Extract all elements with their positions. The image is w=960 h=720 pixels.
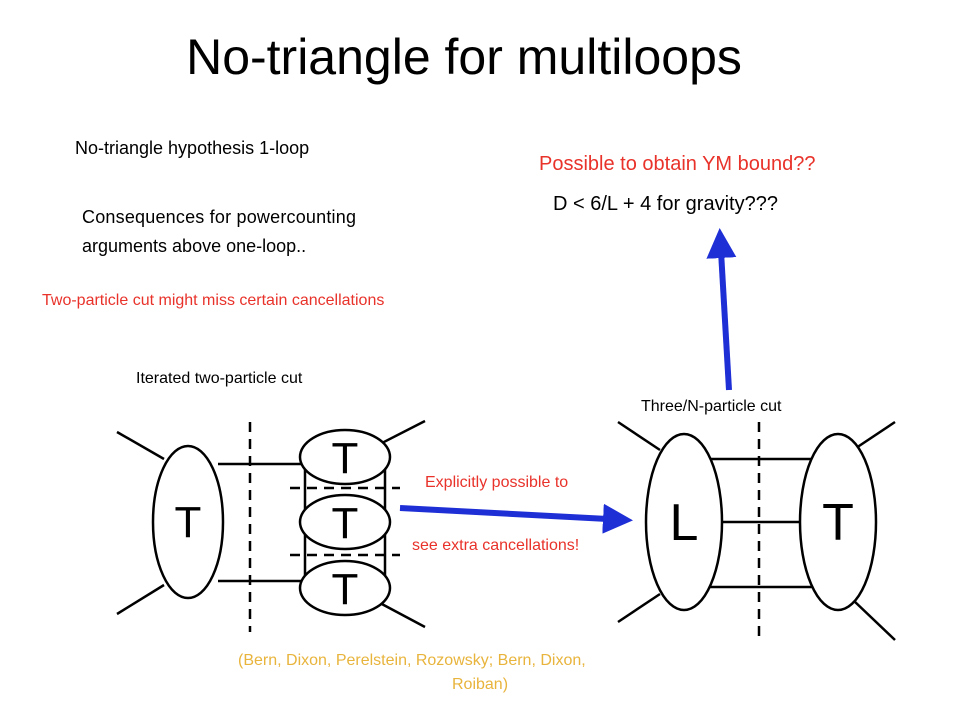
left-external-leg-bottom xyxy=(116,583,165,616)
right-tree-label: T xyxy=(822,494,854,552)
citation-line-2: Roiban) xyxy=(452,676,509,693)
stack-tree-label-bottom: T xyxy=(332,565,359,614)
iterated-cut-diagram xyxy=(116,419,426,632)
stack-tree-blob-middle xyxy=(298,493,392,551)
hypothesis-text: No-triangle hypothesis 1-loop xyxy=(75,138,310,158)
slide-title-text: No-triangle for multiloops xyxy=(186,29,742,85)
slide-title: No-triangle for multiloops xyxy=(0,28,960,86)
right-external-leg-bottom-left xyxy=(617,592,661,624)
explicit-line-1: Explicitly possible to xyxy=(425,474,569,491)
consequences-line-2: arguments above one-loop.. xyxy=(82,236,307,256)
iterated-to-three-cut-arrow xyxy=(399,503,633,534)
gravity-bound: D < 6/L + 4 for gravity??? xyxy=(553,193,778,215)
stack-tree-label-top: T xyxy=(332,434,359,483)
stack-tree-blob-top xyxy=(298,428,392,486)
three-cut-to-bound-arrow xyxy=(706,228,737,391)
ym-bound-question: Possible to obtain YM bound?? xyxy=(539,153,816,175)
consequences-line-1: Consequences for powercounting xyxy=(82,207,357,227)
stack-tree-blob-bottom xyxy=(298,559,392,617)
stack-external-leg-top xyxy=(379,419,426,446)
right-external-leg-bottom-right xyxy=(852,599,896,641)
stack-tree-label-middle: T xyxy=(332,499,359,548)
two-particle-warning: Two-particle cut might miss certain canc… xyxy=(42,292,385,309)
citation-line-1: (Bern, Dixon, Perelstein, Rozowsky; Bern… xyxy=(238,652,586,669)
three-particle-cut-diagram xyxy=(617,420,896,642)
stack-external-leg-bottom xyxy=(379,601,426,629)
left-tree-label: T xyxy=(175,498,202,547)
right-tree-blob xyxy=(798,432,878,612)
iterated-cut-label: Iterated two-particle cut xyxy=(136,370,303,387)
explicit-line-2: see extra cancellations! xyxy=(412,537,580,554)
left-tree-blob xyxy=(151,444,225,600)
loop-blob xyxy=(644,432,724,612)
right-external-leg-top-left xyxy=(617,420,661,452)
loop-label: L xyxy=(670,494,699,552)
right-external-leg-top-right xyxy=(852,420,896,452)
left-external-leg-top xyxy=(116,430,165,461)
three-n-cut-label: Three/N-particle cut xyxy=(641,398,782,415)
